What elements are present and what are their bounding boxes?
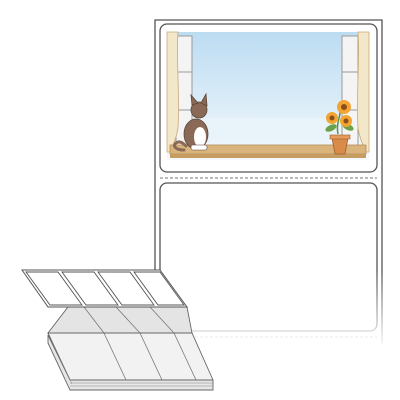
sunflower-pot — [325, 100, 354, 155]
right-window-frame — [341, 35, 359, 149]
cat-figure — [172, 92, 209, 152]
right-curtain — [357, 31, 370, 153]
stack-base — [47, 332, 214, 391]
label-top — [159, 23, 378, 173]
liner-sheet — [154, 19, 383, 345]
stack-top-flap — [21, 269, 188, 308]
cat-at-window-illustration — [166, 31, 370, 160]
left-curtain — [166, 31, 179, 153]
fanfold-label-stack-icon — [21, 269, 214, 391]
stack-fold — [47, 306, 193, 334]
